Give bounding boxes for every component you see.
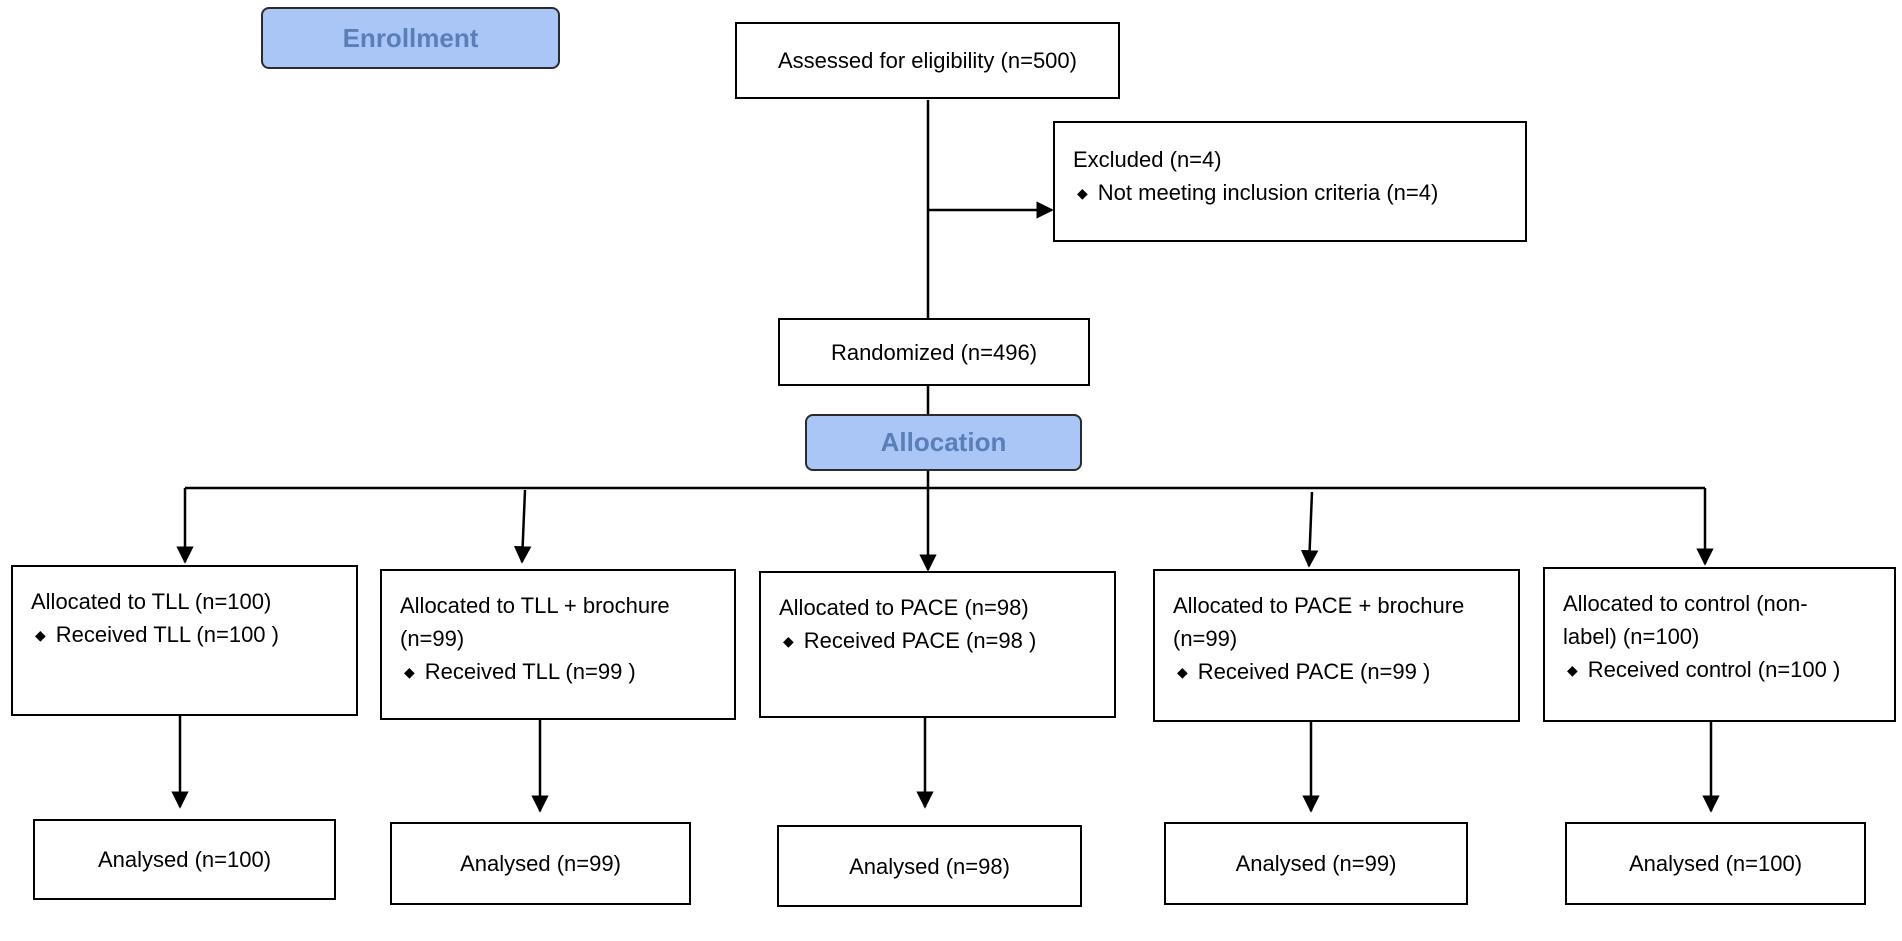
- allocation-label: Allocation: [805, 414, 1082, 471]
- assessed-box: Assessed for eligibility (n=500): [735, 22, 1120, 99]
- analysed-box-1: Analysed (n=100): [33, 819, 336, 900]
- received-text: ◆Received PACE (n=98 ): [783, 628, 1037, 653]
- allocation-text-cont: label) (n=100): [1563, 624, 1700, 649]
- excluded-title: Excluded (n=4): [1073, 147, 1222, 172]
- allocation-box-5: Allocated to control (non- label) (n=100…: [1543, 567, 1896, 722]
- enrollment-label: Enrollment: [261, 7, 560, 69]
- allocation-box-3: Allocated to PACE (n=98) ◆Received PACE …: [759, 571, 1116, 718]
- allocation-text: Allocated to PACE (n=98): [779, 595, 1029, 620]
- randomized-box: Randomized (n=496): [778, 318, 1090, 386]
- received-text: ◆Received PACE (n=99 ): [1177, 659, 1431, 684]
- randomized-text: Randomized (n=496): [830, 339, 1038, 365]
- allocation-box-2: Allocated to TLL + brochure (n=99) ◆Rece…: [380, 569, 736, 720]
- allocation-box-4: Allocated to PACE + brochure (n=99) ◆Rec…: [1153, 569, 1520, 722]
- analysed-box-4: Analysed (n=99): [1164, 822, 1468, 905]
- analysed-box-5: Analysed (n=100): [1565, 822, 1866, 905]
- analysed-box-3: Analysed (n=98): [777, 825, 1082, 907]
- diamond-bullet-icon: ◆: [35, 627, 46, 643]
- received-text: ◆Received control (n=100 ): [1567, 657, 1841, 682]
- excluded-box: Excluded (n=4) ◆Not meeting inclusion cr…: [1053, 121, 1527, 242]
- diamond-bullet-icon: ◆: [404, 664, 415, 680]
- allocation-text-cont: (n=99): [1173, 626, 1238, 651]
- diamond-bullet-icon: ◆: [1567, 662, 1578, 678]
- received-text: ◆Received TLL (n=99 ): [404, 659, 636, 684]
- allocation-text-cont: (n=99): [400, 626, 465, 651]
- analysed-text: Analysed (n=100): [97, 847, 272, 872]
- analysed-text: Analysed (n=99): [460, 851, 621, 876]
- allocation-text: Allocated to TLL (n=100): [31, 589, 272, 614]
- diamond-bullet-icon: ◆: [783, 633, 794, 649]
- allocation-text: Allocated to PACE + brochure: [1173, 593, 1465, 618]
- arrow-to-arm-2: [513, 489, 532, 564]
- received-text: ◆Received TLL (n=100 ): [35, 622, 279, 647]
- analysed-text: Analysed (n=100): [1628, 851, 1803, 876]
- analysed-text: Analysed (n=99): [1235, 851, 1397, 876]
- analysed-text: Analysed (n=98): [849, 853, 1010, 879]
- allocation-text: Allocated to TLL + brochure: [400, 593, 670, 618]
- diamond-bullet-icon: ◆: [1077, 185, 1088, 201]
- analysed-box-2: Analysed (n=99): [390, 822, 691, 905]
- assessed-text: Assessed for eligibility (n=500): [778, 48, 1077, 73]
- allocation-text: Allocated to control (non-: [1563, 591, 1808, 616]
- diamond-bullet-icon: ◆: [1177, 664, 1188, 680]
- arrow-to-arm-4: [1300, 491, 1319, 568]
- allocation-box-1: Allocated to TLL (n=100) ◆Received TLL (…: [11, 565, 358, 716]
- excluded-reason: ◆Not meeting inclusion criteria (n=4): [1077, 180, 1439, 205]
